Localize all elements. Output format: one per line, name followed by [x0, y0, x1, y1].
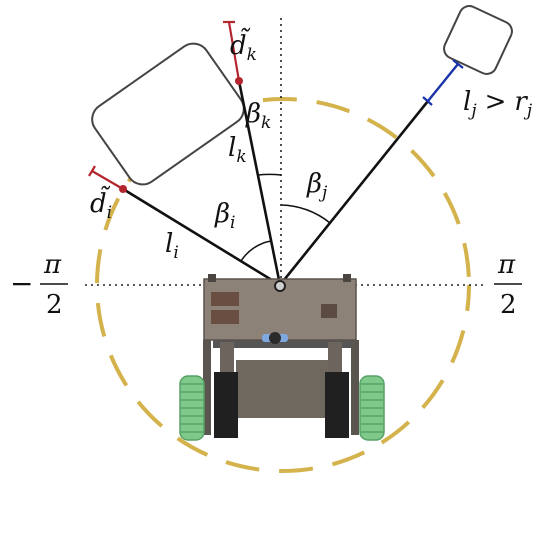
ray-l-j	[278, 100, 430, 286]
robot-lidar	[274, 280, 286, 292]
robot-board-3	[321, 304, 337, 318]
label-beta-j: βj	[306, 169, 328, 203]
robot-left-post	[203, 340, 211, 435]
label-two-right: 2	[500, 290, 517, 320]
label-l-i: li	[165, 229, 179, 263]
robot-left-axle	[214, 372, 238, 438]
label-pi-right: π	[497, 250, 516, 280]
robot-camera	[269, 332, 281, 344]
robot	[179, 274, 385, 441]
distance-marker-d-k	[227, 21, 241, 82]
angle-arc-beta-j	[280, 204, 331, 224]
robot-rear-panel	[236, 360, 334, 418]
distance-marker-d-i	[91, 170, 124, 190]
contact-point-i	[119, 185, 127, 193]
label-d-i: d̃i	[90, 185, 112, 223]
angle-arc-beta-i	[240, 240, 272, 262]
ray-l-i	[122, 187, 281, 287]
label-two-left: 2	[46, 290, 63, 320]
contact-point-k	[235, 77, 243, 85]
obstacle-j	[443, 5, 513, 75]
ray-l-j-beyond	[427, 63, 459, 102]
label-minus-sign: −	[10, 267, 33, 300]
robot-corner-tl	[208, 274, 216, 282]
range-marker-r-j	[422, 96, 433, 106]
ray-l-k	[237, 80, 282, 286]
angle-arc-beta-k	[257, 173, 282, 176]
label-beta-k: βk	[245, 99, 271, 133]
label-d-k: d̃k	[230, 27, 257, 65]
label-l-j-gt-r-j: lj>rj	[463, 87, 533, 121]
label-l-k: lk	[228, 133, 247, 167]
range-marker-end	[452, 59, 464, 69]
robot-board-1	[211, 292, 239, 306]
robot-rear-bar	[213, 340, 359, 348]
distance-marker-d-i-tick	[88, 165, 96, 177]
robot-right-axle	[325, 372, 349, 438]
label-beta-i: βi	[214, 199, 235, 233]
robot-right-post	[351, 340, 359, 435]
obstacle-k	[91, 42, 245, 186]
robot-corner-tr	[343, 274, 351, 282]
robot-board-2	[211, 310, 239, 324]
label-pi-left: π	[43, 250, 62, 280]
